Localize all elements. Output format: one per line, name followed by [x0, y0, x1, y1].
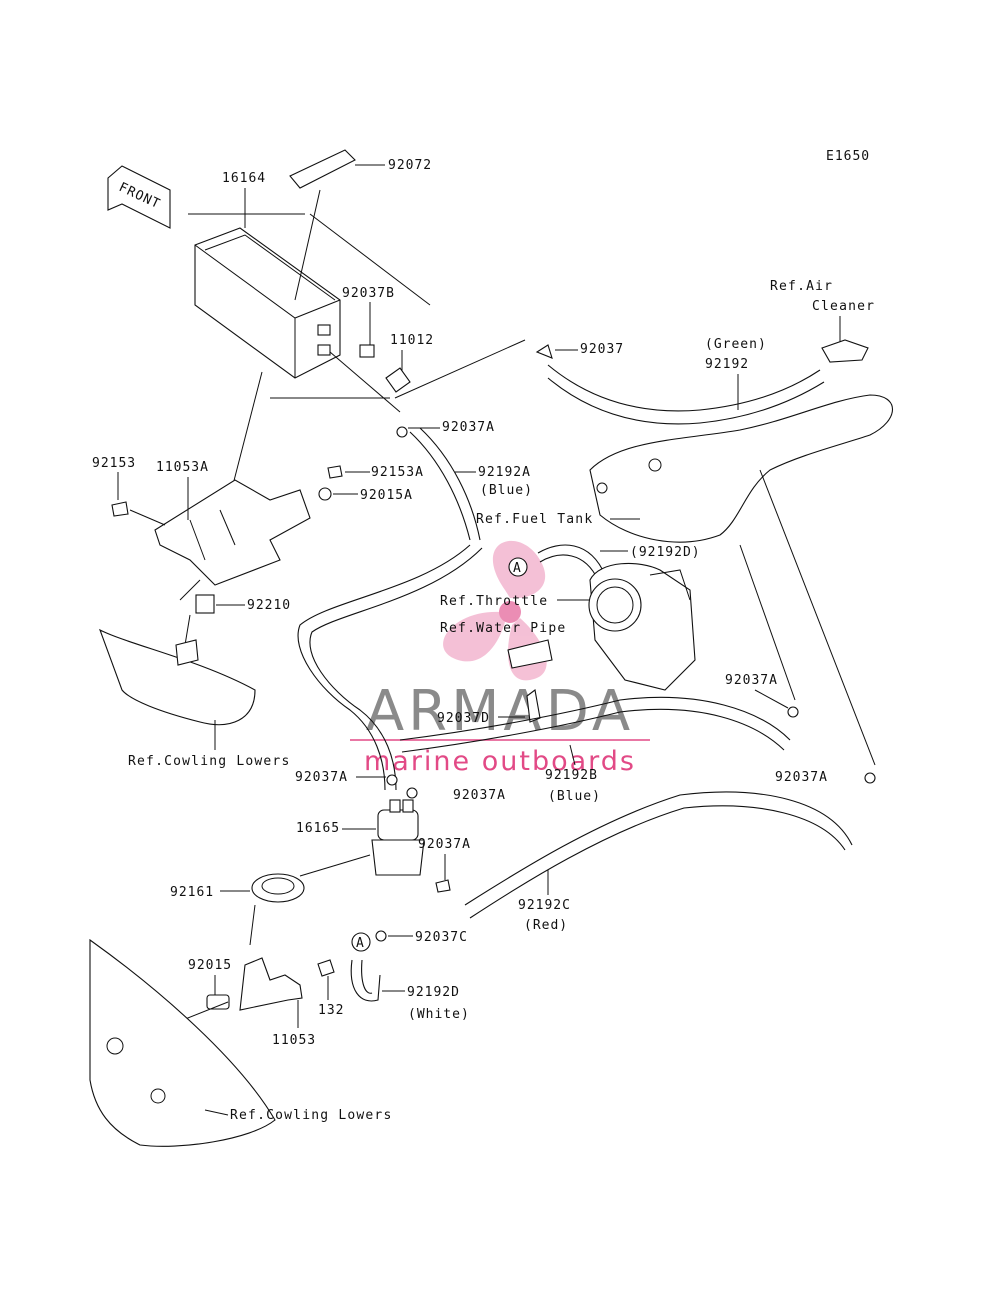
marker-a-lower: [351, 932, 371, 952]
label-92037: 92037: [580, 342, 624, 357]
label-92037A-right: 92037A: [725, 673, 778, 688]
label-92192A-color: (Blue): [480, 483, 533, 498]
label-92037A-left: 92037A: [295, 770, 348, 785]
watermark-brand: ARMADA: [366, 679, 634, 744]
water-pipe: [507, 639, 553, 669]
marker-a-upper-label: A: [513, 561, 522, 576]
label-11053A: 11053A: [156, 460, 209, 475]
clip-92037C[interactable]: [375, 930, 387, 942]
label-92192: 92192: [705, 357, 749, 372]
plug-11012[interactable]: [385, 367, 411, 393]
label-11053: 11053: [272, 1033, 316, 1048]
ref-cowling-lowers-1: Ref.Cowling Lowers: [128, 754, 290, 769]
damper-92210[interactable]: [195, 594, 215, 614]
hose-92192D-white[interactable]: [350, 959, 381, 1002]
ref-fuel-tank: Ref.Fuel Tank: [476, 512, 593, 527]
bolt-92153A[interactable]: [327, 465, 343, 479]
bolt-92153[interactable]: [111, 501, 129, 517]
label-92153: 92153: [92, 456, 136, 471]
ref-air-cleaner-line2: Cleaner: [812, 299, 875, 314]
clip-92037A-top[interactable]: [396, 426, 408, 438]
watermark: ARMADA marine outboards: [350, 540, 650, 777]
label-92037A-far: 92037A: [775, 770, 828, 785]
label-92015A: 92015A: [360, 488, 413, 503]
label-92192C-color: (Red): [524, 918, 568, 933]
label-11012: 11012: [390, 333, 434, 348]
clip-92037A-left[interactable]: [386, 774, 398, 786]
label-92192D: 92192D: [407, 985, 460, 1000]
diagram-code: E1650: [826, 149, 870, 164]
label-92192-color: (Green): [705, 337, 767, 352]
label-92192A: 92192A: [478, 465, 531, 480]
air-cleaner-fitting[interactable]: [821, 339, 869, 363]
cowling-lower-bottom[interactable]: [89, 938, 276, 1147]
hose-loop-left[interactable]: [297, 544, 471, 791]
label-16164: 16164: [222, 171, 266, 186]
label-92037A-filter: 92037A: [418, 837, 471, 852]
label-92192D-color: (White): [408, 1007, 470, 1022]
label-92037A-mid: 92037A: [453, 788, 506, 803]
label-92192B-color: (Blue): [548, 789, 601, 804]
canister-16164[interactable]: [194, 227, 341, 379]
strap-92072[interactable]: [289, 149, 356, 189]
hose-92192C-red[interactable]: [464, 791, 853, 906]
label-92037B: 92037B: [342, 286, 395, 301]
bracket-11053[interactable]: [239, 957, 303, 1011]
label-92192C: 92192C: [518, 898, 571, 913]
ref-water-pipe: Ref.Water Pipe: [440, 621, 566, 636]
clip-92037A-filter[interactable]: [435, 879, 451, 893]
hose-92192A-blue[interactable]: [409, 431, 471, 541]
marker-a-upper: [508, 557, 528, 577]
hose-92192D-top[interactable]: [537, 544, 606, 576]
clip-92037B[interactable]: [359, 344, 375, 358]
cowling-lower-upper[interactable]: [99, 628, 256, 726]
clip-92037[interactable]: [535, 344, 553, 359]
label-92192B: 92192B: [545, 768, 598, 783]
clip-92037A-right[interactable]: [787, 706, 799, 718]
label-92037D: 92037D: [437, 711, 490, 726]
throttle-body[interactable]: [588, 562, 696, 691]
label-92037A-top: 92037A: [442, 420, 495, 435]
ref-cowling-lowers-2: Ref.Cowling Lowers: [230, 1108, 392, 1123]
bracket-11053A[interactable]: [154, 479, 311, 586]
front-arrow-icon: FRONT: [107, 165, 171, 229]
label-92161: 92161: [170, 885, 214, 900]
clip-92037A-far[interactable]: [864, 772, 876, 784]
grommet-92015A[interactable]: [318, 487, 332, 501]
bolt-132[interactable]: [317, 959, 335, 977]
label-92037C: 92037C: [415, 930, 468, 945]
ref-air-cleaner-line1: Ref.Air: [770, 279, 833, 294]
label-92210: 92210: [247, 598, 291, 613]
grommet-92015[interactable]: [206, 994, 230, 1010]
label-92153A: 92153A: [371, 465, 424, 480]
label-92192D-top: (92192D): [630, 545, 701, 560]
ref-throttle: Ref.Throttle: [440, 594, 548, 609]
hose-92192-green[interactable]: [547, 364, 821, 412]
marker-a-lower-label: A: [356, 936, 365, 951]
label-92015: 92015: [188, 958, 232, 973]
clip-92037A-mid[interactable]: [406, 787, 418, 799]
label-132: 132: [318, 1003, 344, 1018]
label-16165: 16165: [296, 821, 340, 836]
hose-92192B-blue[interactable]: [399, 696, 791, 741]
fuel-filter-16165[interactable]: [371, 799, 425, 876]
fuel-tank-outline: [589, 394, 894, 543]
label-92072: 92072: [388, 158, 432, 173]
